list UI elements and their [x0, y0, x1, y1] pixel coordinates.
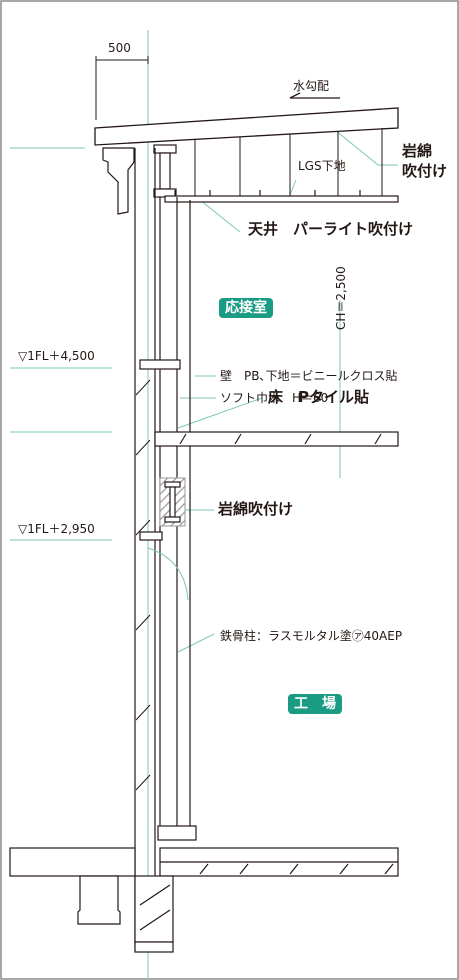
- roof-slab: [94, 92, 399, 146]
- ground-slab: [9, 825, 399, 877]
- slope-label: 水勾配: [293, 79, 330, 93]
- baseboard-label: ソフト巾木 H＝60: [220, 391, 329, 405]
- wall-label: 壁 PB､下地＝ビニールクロス貼: [220, 369, 398, 383]
- ceiling-label: 天井 パーライト吹付け: [248, 220, 414, 238]
- gutter: [102, 147, 135, 215]
- ceiling-board: [164, 190, 399, 203]
- ceiling-height-label: CH＝2,500: [334, 266, 348, 330]
- foundation: [77, 875, 174, 953]
- wall-hatch: [135, 379, 151, 791]
- room-label-factory: 工 場: [288, 694, 342, 714]
- column-label: 鉄骨柱：ラスモルタル塗㋐40AEP: [220, 629, 403, 643]
- level-label-2950: ▽1FL＋2,950: [18, 522, 95, 536]
- dimension-500: [95, 56, 149, 120]
- roof-beam: [153, 144, 177, 198]
- guide-lines: [10, 30, 398, 980]
- level-label-4500: ▽1FL＋4,500: [18, 349, 95, 363]
- lgs-label: LGS下地: [298, 159, 346, 173]
- sill-blocks: [139, 359, 181, 541]
- ceiling-hangers: [194, 128, 383, 196]
- beam-section: [164, 481, 181, 523]
- roof-insulation-line2: 吹付け: [402, 162, 448, 180]
- floor-label: 床 Pタイル貼: [268, 388, 369, 406]
- dimension-500-label: 500: [108, 41, 131, 55]
- beam-insulation-label: 岩綿吹付け: [218, 500, 294, 518]
- upper-floor-slab: [154, 431, 399, 447]
- roof-insulation-line1: 岩綿: [402, 142, 433, 160]
- room-label-reception: 応接室: [219, 298, 273, 318]
- column-curve: [147, 547, 189, 601]
